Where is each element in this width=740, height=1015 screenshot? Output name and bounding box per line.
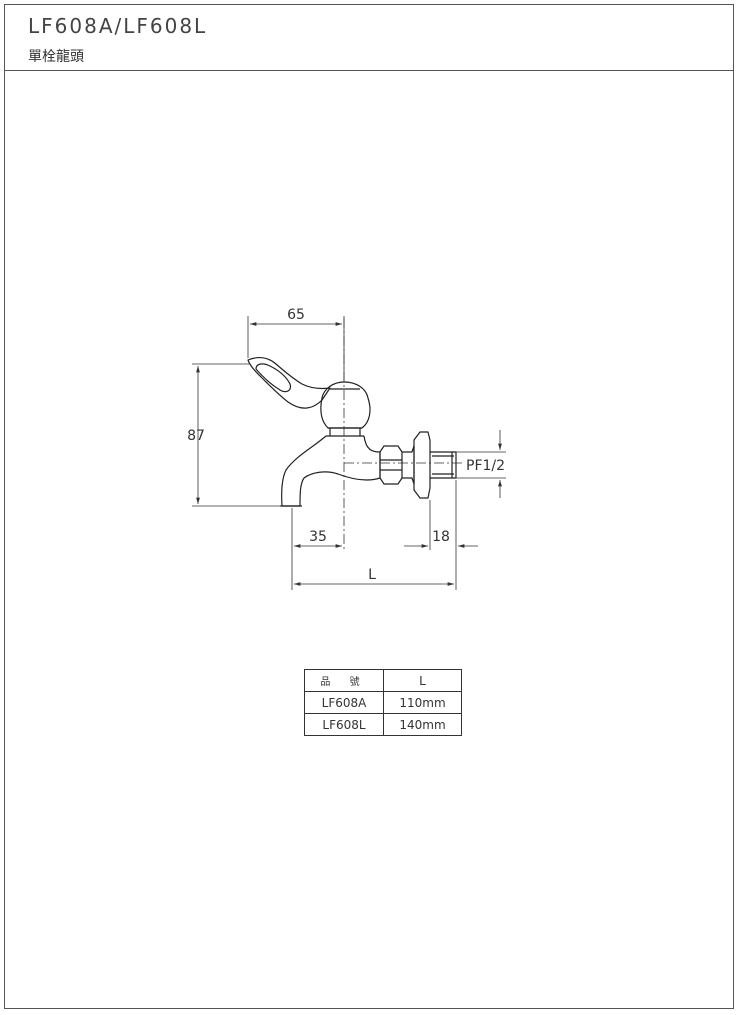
valve-neck [329, 428, 361, 436]
table-cell-length: 110mm [383, 691, 462, 714]
dim-label-thread: PF1/2 [466, 458, 505, 474]
dim-label-18: 18 [432, 529, 450, 545]
faucet-outline [247, 357, 457, 507]
product-name: 單栓龍頭 [28, 49, 84, 65]
table-cell-length: 140mm [383, 713, 462, 736]
dim-label-35: 35 [309, 529, 327, 545]
threaded-end [430, 451, 457, 479]
dimension-lines [192, 316, 506, 590]
dim-label-L: L [368, 567, 376, 583]
wall-flange [413, 431, 431, 499]
model-title: LF608A/LF608L [28, 14, 208, 38]
header-divider [4, 70, 734, 71]
table-header-length: L [383, 669, 462, 692]
hex-nut [379, 445, 403, 485]
table-row: LF608L 140mm [304, 713, 462, 736]
dim-label-87: 87 [187, 428, 205, 444]
sheet-border [4, 4, 734, 1009]
table-header-model: 品 號 [304, 669, 384, 692]
lever-handle [247, 357, 331, 409]
table-row: LF608A 110mm [304, 691, 462, 714]
table-cell-model: LF608L [304, 713, 384, 736]
valve-head [320, 381, 371, 429]
table-cell-model: LF608A [304, 691, 384, 714]
spout [281, 435, 381, 507]
spec-table: 品 號 L LF608A 110mm LF608L 140mm [304, 669, 462, 736]
dim-label-65: 65 [287, 307, 305, 323]
connector-body [402, 445, 415, 485]
lever-handle-inner [255, 363, 292, 393]
table-header-row: 品 號 L [304, 669, 462, 692]
centerlines [343, 318, 462, 550]
